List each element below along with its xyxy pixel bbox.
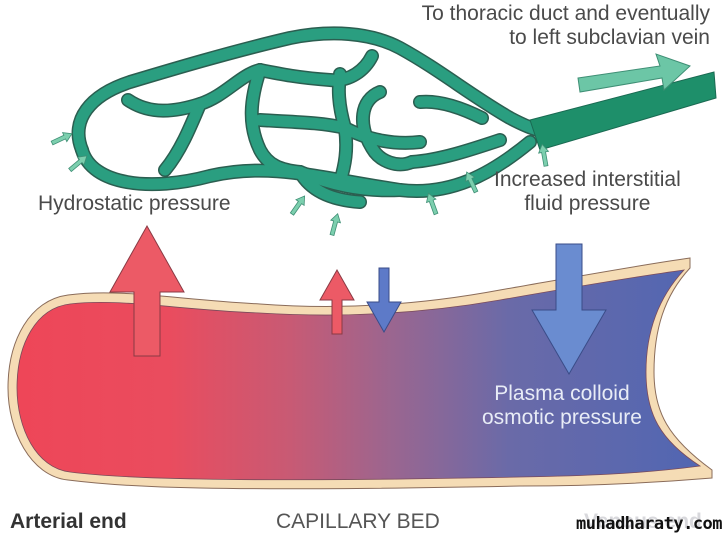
osmotic-pressure-arrow-large [531,243,607,375]
watermark: muhadharaty.com [576,514,722,534]
capillary-bed-label: CAPILLARY BED [276,510,440,533]
thoracic-duct-label: To thoracic duct and eventually to left … [422,2,710,50]
thoracic-duct-label-line1: To thoracic duct and eventually [421,2,710,25]
entry-arrow [538,143,550,167]
interstitial-fluid-pressure-label: Increased interstitial fluid pressure [494,168,681,216]
hydrostatic-pressure-arrow-small [319,268,355,335]
plasma-label-line2: osmotic pressure [482,406,642,429]
blood-capillary [7,257,713,490]
osmotic-pressure-arrow-small [366,267,402,334]
thoracic-duct-label-line2: to left subclavian vein [509,26,710,49]
arterial-end-label: Arterial end [10,510,127,533]
entry-arrow [329,213,342,237]
venous-end-label: Venous end [584,510,702,533]
entry-arrow [465,171,479,194]
hydrostatic-pressure-arrow-large [109,224,185,357]
interstitial-label-line2: fluid pressure [524,192,651,215]
entry-arrow [289,195,306,216]
plasma-colloid-osmotic-pressure-label: Plasma colloid osmotic pressure [482,382,642,430]
interstitial-fluid-entry-arrows [50,132,550,237]
lymphatic-network [71,26,552,209]
lymph-outflow-arrow [577,53,691,93]
hydrostatic-pressure-label: Hydrostatic pressure [38,192,231,215]
entry-arrow [68,155,88,173]
interstitial-label-line1: Increased interstitial [494,168,681,191]
lymph-vessel-outflow [529,71,717,151]
plasma-label-line1: Plasma colloid [494,382,630,405]
entry-arrow [425,192,439,216]
entry-arrow [50,132,73,146]
